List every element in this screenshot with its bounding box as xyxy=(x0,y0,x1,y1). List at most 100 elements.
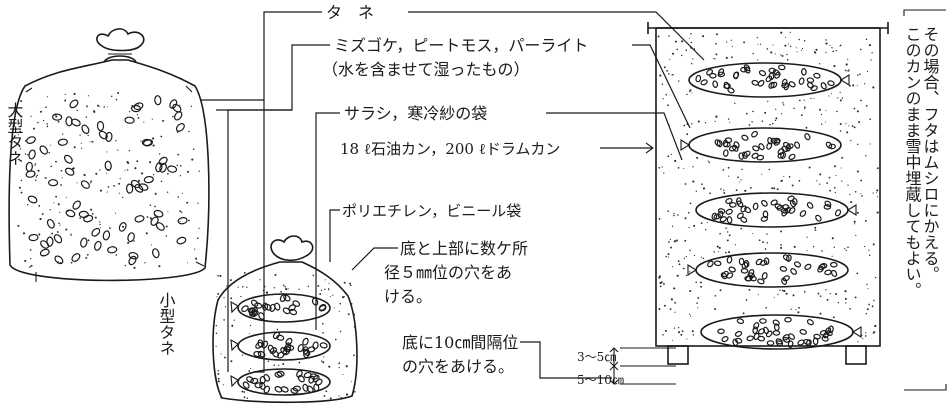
moss-grain xyxy=(719,289,722,292)
moss-grain xyxy=(196,237,199,240)
seed-mark xyxy=(39,145,48,155)
seed-mark xyxy=(780,207,789,214)
moss-grain xyxy=(690,62,693,65)
moss-grain xyxy=(283,284,285,287)
seed-mark xyxy=(167,165,178,173)
label-dim-bottom: 5～10㎝ xyxy=(577,373,624,387)
moss-grain xyxy=(784,44,787,47)
moss-grain xyxy=(661,83,664,86)
moss-grain xyxy=(18,145,21,148)
seed-mark xyxy=(789,200,797,208)
seed-mark xyxy=(725,198,733,204)
seed-mark xyxy=(303,371,312,379)
label-holes-top-2: 径５㎜位の穴をあ xyxy=(384,263,512,282)
moss-grain xyxy=(18,113,20,115)
seed-mark xyxy=(718,68,725,76)
seed-mark xyxy=(765,75,773,83)
moss-grain xyxy=(791,184,794,187)
seed-mark xyxy=(770,81,778,89)
moss-grain xyxy=(230,360,233,363)
moss-grain xyxy=(93,110,95,112)
moss-grain xyxy=(46,96,48,98)
moss-grain xyxy=(180,211,183,214)
seed-mark xyxy=(813,72,821,79)
seed-mark xyxy=(57,138,68,146)
moss-grain xyxy=(115,98,118,101)
moss-grain xyxy=(124,169,126,171)
moss-grain xyxy=(149,204,152,207)
moss-grain xyxy=(816,180,818,182)
seed-mark xyxy=(104,160,112,171)
moss-grain xyxy=(815,48,818,51)
moss-grain xyxy=(658,276,661,279)
seed-mark xyxy=(757,79,765,87)
seed-mark xyxy=(143,175,154,184)
seed-mark xyxy=(794,141,801,149)
moss-grain xyxy=(677,214,679,216)
moss-grain xyxy=(756,36,758,39)
moss-grain xyxy=(742,312,745,315)
moss-grain xyxy=(719,232,721,235)
seed-mark xyxy=(791,197,798,206)
moss-grain xyxy=(853,126,856,129)
seed-mark xyxy=(782,141,791,149)
seed-mark xyxy=(716,139,723,148)
moss-grain xyxy=(673,287,676,290)
seed-mark xyxy=(269,347,278,355)
moss-grain xyxy=(792,294,795,297)
moss-grain xyxy=(217,275,219,277)
moss-grain xyxy=(265,291,269,294)
moss-grain xyxy=(876,196,879,198)
seed-mark xyxy=(797,339,805,346)
seed-mark xyxy=(125,183,134,194)
moss-grain xyxy=(58,222,60,225)
seed-mark xyxy=(69,99,79,109)
seed-mark xyxy=(105,131,113,142)
moss-grain xyxy=(876,192,878,194)
moss-grain xyxy=(324,288,326,291)
moss-grain xyxy=(716,245,719,248)
seed-mark xyxy=(768,67,777,74)
moss-grain xyxy=(775,117,778,120)
moss-grain xyxy=(825,289,827,291)
moss-grain xyxy=(338,362,341,365)
seed-mark xyxy=(130,104,142,113)
moss-grain xyxy=(351,308,353,310)
seed-mark xyxy=(152,248,160,259)
seed-mark xyxy=(786,254,792,262)
seed-mark xyxy=(134,184,144,193)
moss-grain xyxy=(833,246,835,248)
moss-grain xyxy=(674,159,677,163)
moss-grain xyxy=(73,92,76,95)
moss-grain xyxy=(220,396,222,399)
moss-grain xyxy=(866,308,869,311)
moss-grain xyxy=(217,370,219,372)
side-note-col1: その場合、フタはムシロにかえる。 xyxy=(921,26,940,282)
bag-tie xyxy=(846,204,857,216)
moss-grain xyxy=(870,59,872,61)
seed-mark xyxy=(828,325,834,334)
moss-grain xyxy=(866,70,869,73)
moss-grain xyxy=(136,160,139,163)
seed-mark xyxy=(756,154,765,161)
moss-grain xyxy=(59,211,61,213)
moss-grain xyxy=(87,95,90,97)
seed-mark xyxy=(774,203,783,210)
seed-mark xyxy=(743,64,751,72)
moss-grain xyxy=(61,177,63,179)
seed-mark xyxy=(726,256,733,264)
seed-mark xyxy=(788,153,796,160)
moss-grain xyxy=(856,170,859,173)
moss-grain xyxy=(240,295,242,298)
seed-mark xyxy=(302,337,309,346)
moss-grain xyxy=(667,155,670,158)
seed-mark xyxy=(824,200,832,208)
moss-grain xyxy=(764,111,767,114)
moss-grain xyxy=(667,253,670,256)
moss-grain xyxy=(835,293,838,295)
moss-grain xyxy=(26,203,29,206)
moss-grain xyxy=(845,63,848,66)
moss-grain xyxy=(81,147,83,149)
moss-grain xyxy=(674,302,676,304)
moss-grain xyxy=(690,33,692,35)
